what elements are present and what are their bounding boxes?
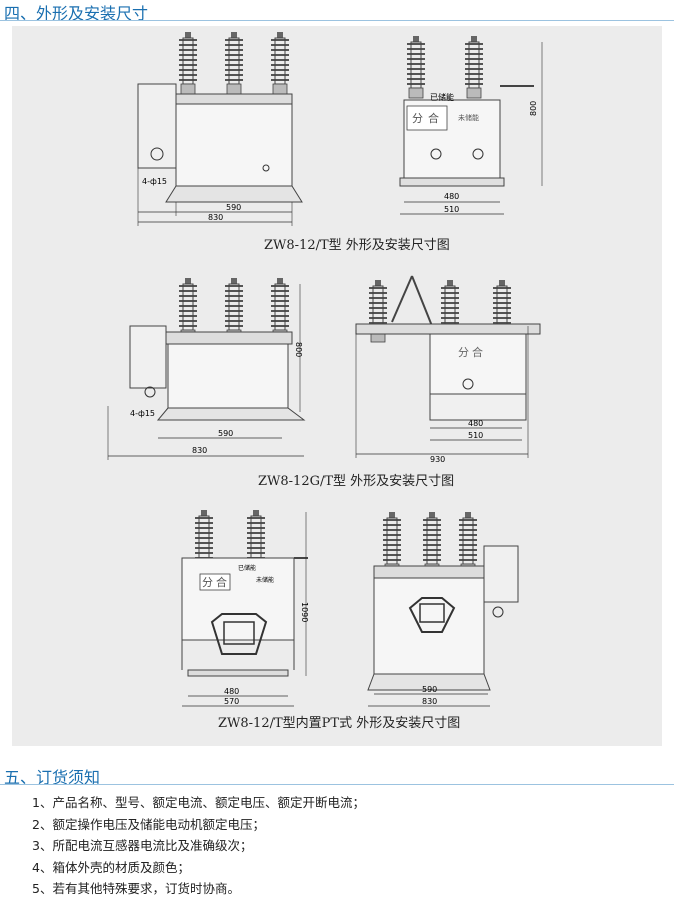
- section4-header: 四、外形及安装尺寸: [0, 0, 674, 24]
- section5-rule: [0, 784, 674, 785]
- fig3-side-view: 590 830: [367, 511, 519, 707]
- fig1-side-dim-510: 510: [444, 205, 459, 214]
- fig1-front-dim-hole: 4-ф15: [142, 177, 167, 186]
- list-item: 2、额定操作电压及储能电动机额定电压；: [32, 816, 265, 832]
- fig1-front-dim-590: 590: [226, 203, 241, 212]
- fig2-label-open: 分: [458, 346, 469, 359]
- section5-title: 五、订货须知: [4, 768, 101, 787]
- technical-drawings: 4-ф15 590 830 已储能 分 合 未储能 800 480 510: [107, 31, 543, 707]
- fig1-label-uncharged: 未储能: [458, 113, 479, 122]
- fig1-front-dim-830: 830: [208, 213, 223, 222]
- list-item: 3、所配电流互感器电流比及准确级次；: [32, 838, 253, 853]
- section5-header: 五、订货须知: [0, 764, 674, 788]
- fig3-front-dim-1090: 1090: [300, 602, 309, 622]
- list-item: 4、箱体外壳的材质及颜色；: [32, 859, 190, 875]
- order-notes-list: 1、产品名称、型号、额定电流、额定电压、额定开断电流； 2、额定操作电压及储能电…: [32, 792, 365, 900]
- fig2-side-dim-510: 510: [468, 431, 483, 440]
- fig2-front-view: 800 4-ф15 590 830: [107, 277, 306, 460]
- fig1-side-view: 已储能 分 合 未储能 800 480 510: [399, 35, 543, 215]
- fig3-front-dim-480: 480: [224, 687, 239, 696]
- fig3-front-view: 分 合 已储能 未储能 1090 480 570: [181, 509, 309, 707]
- fig2-front-dim-hole: 4-ф15: [130, 409, 155, 418]
- fig2-side-dim-480: 480: [468, 419, 483, 428]
- fig3-front-dim-570: 570: [224, 697, 239, 706]
- fig3-label-close: 合: [216, 575, 227, 589]
- list-item: 1、产品名称、型号、额定电流、额定电压、额定开断电流；: [32, 795, 365, 810]
- fig1-label-open: 分: [412, 112, 423, 125]
- fig2-front-dim-800: 800: [294, 342, 303, 357]
- fig3-label-charged: 已储能: [238, 564, 256, 572]
- fig2-front-dim-830: 830: [192, 446, 207, 455]
- fig2-front-dim-590: 590: [218, 429, 233, 438]
- fig1-caption: ZW8-12/T型 外形及安装尺寸图: [264, 238, 450, 253]
- fig1-side-dim-800: 800: [529, 101, 538, 116]
- fig1-side-dim-480: 480: [444, 192, 459, 201]
- fig2-caption: ZW8-12G/T型 外形及安装尺寸图: [258, 474, 455, 489]
- fig3-side-dim-830: 830: [422, 697, 437, 706]
- drawing-panel: 4-ф15 590 830 已储能 分 合 未储能 800 480 510: [12, 26, 662, 746]
- fig3-caption: ZW8-12/T型内置PT式 外形及安装尺寸图: [218, 716, 461, 731]
- fig1-front-view: 4-ф15 590 830: [137, 31, 303, 226]
- fig3-label-open: 分: [202, 576, 213, 589]
- fig3-side-dim-590: 590: [422, 685, 437, 694]
- fig2-side-dim-930: 930: [430, 455, 445, 464]
- fig2-label-close: 合: [472, 345, 483, 359]
- fig1-label-close: 合: [428, 111, 439, 125]
- fig2-side-view: 分 合 480 510 930: [355, 275, 541, 464]
- section4-rule: [0, 20, 674, 21]
- fig1-label-charged: 已储能: [430, 92, 454, 102]
- section4-title: 四、外形及安装尺寸: [4, 4, 149, 23]
- fig3-label-uncharged: 未储能: [256, 576, 274, 584]
